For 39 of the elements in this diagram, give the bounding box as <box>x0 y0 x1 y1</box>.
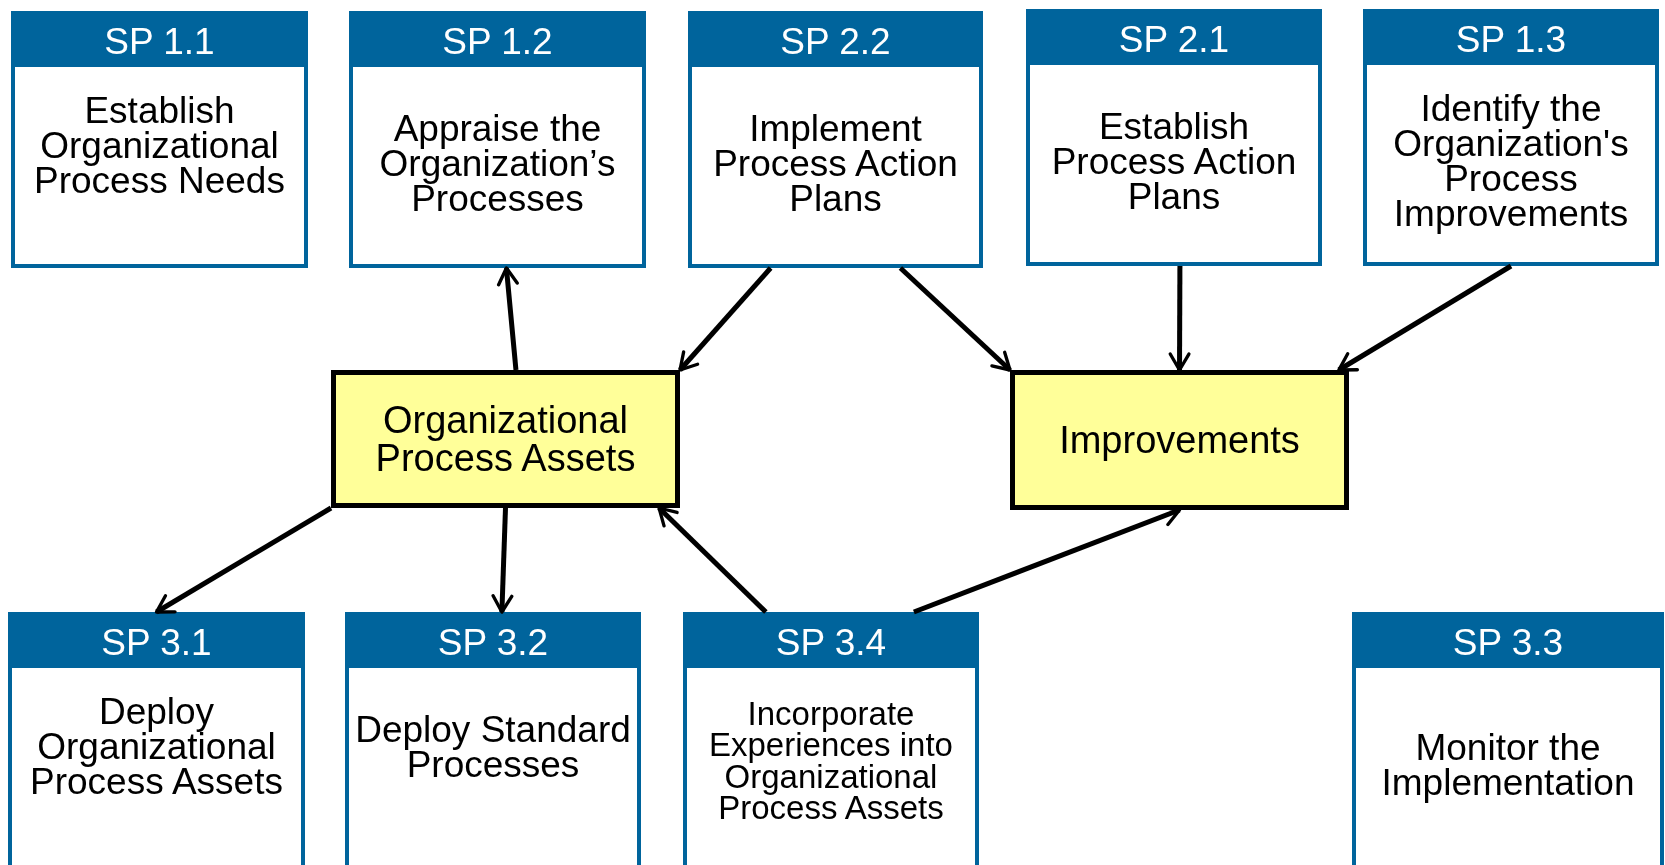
arrow <box>678 266 773 372</box>
asset-box <box>331 370 680 508</box>
practice-title: Deploy Organizational Process Assets <box>29 694 284 800</box>
practice-id: SP 2.2 <box>780 22 891 60</box>
practice-box <box>1026 9 1322 266</box>
practice-title: Incorporate Experiences into Organizational Process Assets <box>708 698 954 824</box>
practice-id: SP 1.1 <box>104 22 215 60</box>
practice-title: Appraise the Organization’s Processes <box>378 111 617 217</box>
arrow <box>657 506 768 614</box>
asset-box <box>1010 370 1349 510</box>
arrow <box>496 266 519 371</box>
practice-box <box>11 11 308 268</box>
practice-title: Deploy Standard Processes <box>354 712 632 783</box>
practice-box <box>1363 9 1659 266</box>
practice-id: SP 1.2 <box>442 22 553 60</box>
practice-title: Identify the Organization's Process Improvements <box>1392 91 1630 232</box>
practice-title: Establish Organizational Process Needs <box>33 93 286 199</box>
practice-id: SP 2.1 <box>1118 20 1230 58</box>
practice-box <box>1352 612 1664 865</box>
arrow <box>898 266 1012 372</box>
practice-id: SP 3.2 <box>437 623 549 661</box>
box-label: Organizational Process Assets <box>374 401 637 477</box>
practice-box <box>8 612 305 865</box>
practice-id: SP 1.3 <box>1455 20 1567 58</box>
practice-box <box>683 612 979 865</box>
practice-title: Implement Process Action Plans <box>712 111 959 217</box>
practice-title: Establish Process Action Plans <box>1050 109 1298 215</box>
arrow <box>154 505 333 615</box>
arrow <box>1337 263 1513 373</box>
arrow <box>1168 266 1191 372</box>
practice-id: SP 3.1 <box>101 623 212 661</box>
practice-box <box>688 11 983 268</box>
practice-id: SP 3.4 <box>775 623 887 661</box>
practice-title: Monitor the Implementation <box>1380 730 1636 801</box>
box-label: Improvements <box>1058 421 1301 459</box>
practice-id: SP 3.3 <box>1452 623 1564 661</box>
arrow <box>491 507 514 614</box>
practice-box <box>345 612 641 865</box>
practice-box <box>349 11 646 268</box>
